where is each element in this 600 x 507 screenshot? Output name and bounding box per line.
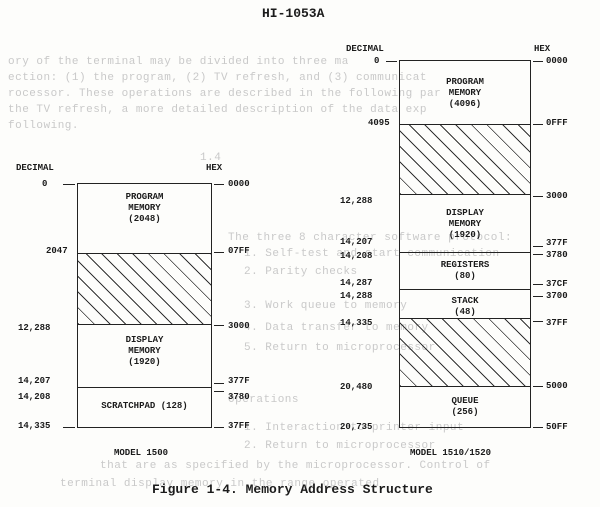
decimal-address: 12,288: [340, 196, 373, 206]
registers-label: REGISTERS (80): [440, 260, 490, 281]
decimal-address: 14,207: [18, 376, 51, 386]
decimal-address: 0: [374, 56, 380, 66]
model-1500-label: MODEL 1500: [114, 448, 169, 458]
bg-line: 1. Self-test and start communication: [244, 248, 500, 260]
hex-address: 377F: [546, 238, 568, 248]
bg-line: The three 8 character software protocol:: [228, 232, 513, 244]
divider: [399, 194, 531, 195]
tick: [533, 196, 543, 197]
scratchpad-label: SCRATCHPAD (128): [101, 401, 188, 411]
bg-line: ory of the terminal may be divided into …: [8, 56, 349, 68]
document-id: HI-1053A: [262, 6, 325, 21]
tick: [533, 321, 543, 322]
hex-address: 3700: [546, 291, 568, 301]
hex-address: 3000: [546, 191, 568, 201]
decimal-address: 12,288: [18, 323, 51, 333]
hex-address: 0000: [228, 179, 250, 189]
model-1510-label: MODEL 1510/1520: [410, 448, 492, 458]
tick: [214, 325, 224, 326]
decimal-address: 4095: [368, 118, 390, 128]
decimal-address: 14,207: [340, 237, 373, 247]
divider: [399, 124, 531, 125]
decimal-address: 2047: [46, 246, 68, 256]
divider: [399, 318, 531, 319]
decimal-address: 20,480: [340, 382, 373, 392]
memory-map-1500: [77, 183, 212, 428]
tick: [533, 61, 543, 62]
hex-address: 07FF: [228, 246, 250, 256]
tick: [533, 284, 543, 285]
hex-address: 3000: [228, 321, 250, 331]
tick: [214, 427, 224, 428]
hex-address: 50FF: [546, 422, 568, 432]
hex-address: 3780: [546, 250, 568, 260]
tick: [214, 184, 224, 185]
bg-line: 2. Parity checks: [244, 266, 358, 278]
bg-line: 4. Data transfer to memory: [244, 322, 429, 334]
figure-caption: Figure 1-4. Memory Address Structure: [152, 482, 433, 497]
hex-header: HEX: [206, 163, 223, 173]
program-memory-label: PROGRAM MEMORY (4096): [446, 77, 484, 109]
tick: [214, 391, 224, 392]
bg-line: 1. Interaction to printer input: [244, 422, 465, 434]
divider: [77, 253, 212, 254]
display-memory-label: DISPLAY MEMORY (1920): [125, 335, 164, 367]
hex-address: 0FFF: [546, 118, 568, 128]
unused-region-1510: [400, 124, 530, 194]
bg-line: following.: [8, 120, 80, 132]
hex-address: 3780: [228, 392, 250, 402]
tick: [63, 427, 75, 428]
decimal-address: 20,735: [340, 422, 373, 432]
hex-address: 0000: [546, 56, 568, 66]
memory-map-1510: [399, 60, 531, 428]
decimal-address: 14,208: [18, 392, 51, 402]
hex-address: 37CF: [546, 279, 568, 289]
divider: [77, 324, 212, 325]
bg-line: 3. Work queue to memory: [244, 300, 408, 312]
bg-line: terminal display memory in the range ope…: [60, 478, 380, 490]
unused-region-1500: [78, 253, 211, 324]
hex-header: HEX: [534, 44, 551, 54]
tick: [533, 246, 543, 247]
hex-address: 37FF: [228, 421, 250, 431]
bg-line: 5. Return to microprocessor: [244, 342, 436, 354]
bg-line: Operations: [228, 394, 300, 406]
tick: [533, 254, 543, 255]
tick: [533, 124, 543, 125]
tick: [214, 252, 224, 253]
decimal-address: 14,335: [18, 421, 51, 431]
decimal-address: 0: [42, 179, 48, 189]
decimal-address: 14,287: [340, 278, 373, 288]
bg-line: the TV refresh, a more detailed descript…: [8, 104, 427, 116]
decimal-header: DECIMAL: [346, 44, 384, 54]
stack-label: STACK (48): [451, 296, 479, 317]
unused-region-1510: [400, 318, 530, 386]
tick: [533, 386, 543, 387]
hex-address: 5000: [546, 381, 568, 391]
bg-line: ection: (1) the program, (2) TV refresh,…: [8, 72, 427, 84]
tick: [63, 184, 75, 185]
decimal-address: 14,208: [340, 251, 373, 261]
tick: [214, 383, 224, 384]
queue-label: QUEUE (256): [451, 396, 479, 417]
hex-address: 37FF: [546, 318, 568, 328]
divider: [399, 289, 531, 290]
bg-line: that are as specified by the microproces…: [100, 460, 491, 472]
decimal-header: DECIMAL: [16, 163, 54, 173]
divider: [77, 387, 212, 388]
bg-line: 1.4: [200, 152, 222, 164]
tick: [533, 427, 543, 428]
tick: [386, 61, 397, 62]
tick: [533, 296, 543, 297]
hex-address: 377F: [228, 376, 250, 386]
bg-line: 2. Return to microprocessor: [244, 440, 436, 452]
divider: [399, 386, 531, 387]
bg-line: rocessor. These operations are described…: [8, 88, 442, 100]
divider: [399, 252, 531, 253]
program-memory-label: PROGRAM MEMORY (2048): [125, 192, 164, 224]
decimal-address: 14,335: [340, 318, 373, 328]
display-memory-label: DISPLAY MEMORY (1920): [446, 208, 484, 240]
decimal-address: 14,288: [340, 291, 373, 301]
